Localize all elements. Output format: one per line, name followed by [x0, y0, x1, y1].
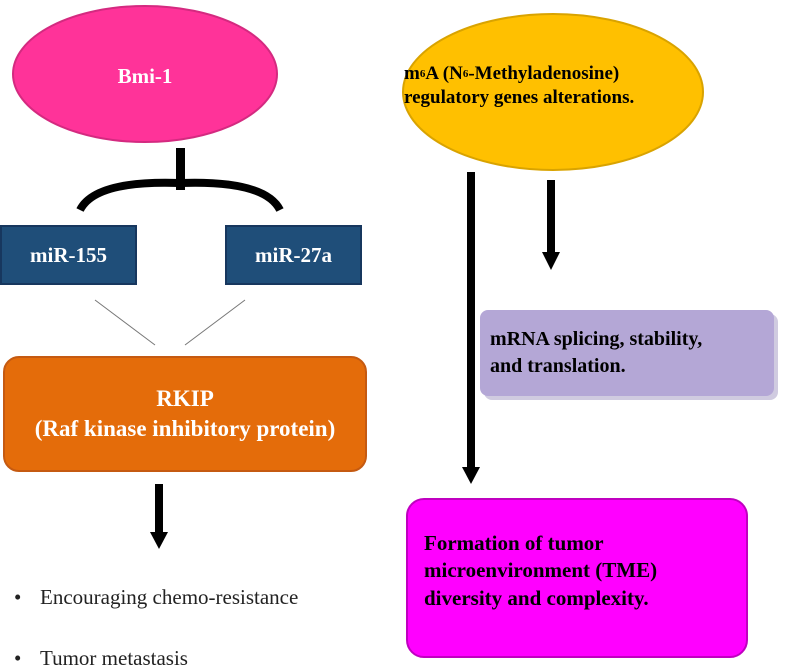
- bullet-icon: •: [14, 646, 22, 670]
- mrna-box: mRNA splicing, stability, and translatio…: [480, 310, 774, 396]
- bmi1-stem: [176, 148, 185, 190]
- outcome-item: • Encouraging chemo-resistance: [14, 585, 298, 610]
- rkip-subtitle: (Raf kinase inhibitory protein): [34, 416, 336, 441]
- mir155-label: miR-155: [30, 242, 107, 267]
- outcome-text: Encouraging chemo-resistance: [40, 585, 299, 609]
- mir155-to-rkip-line: [94, 299, 156, 346]
- mir27a-box: miR-27a: [225, 225, 362, 285]
- rkip-arrow-shaft: [155, 484, 163, 532]
- m6a-label: m6A (N6-Methyladenosine) regulatory gene…: [404, 62, 704, 110]
- mir27a-label: miR-27a: [255, 242, 332, 267]
- m6a-to-mrna-arrow-head: [542, 252, 560, 270]
- rkip-title: RKIP: [156, 386, 214, 412]
- bullet-icon: •: [14, 585, 22, 609]
- tme-line1: Formation of tumor: [424, 531, 604, 555]
- bmi1-node: [12, 5, 278, 143]
- tme-box: Formation of tumor microenvironment (TME…: [406, 498, 748, 658]
- mrna-line2: and translation.: [490, 355, 626, 377]
- bmi1-label: Bmi-1: [117, 64, 173, 88]
- mrna-line1: mRNA splicing, stability,: [490, 328, 703, 350]
- m6a-to-mrna-arrow-shaft: [547, 180, 555, 252]
- bmi1-branch-bracket: [76, 178, 284, 213]
- outcome-item: • Tumor metastasis: [14, 646, 188, 671]
- m6a-to-tme-arrow-shaft: [467, 172, 475, 467]
- m6a-node: [402, 13, 704, 171]
- rkip-box: RKIP (Raf kinase inhibitory protein): [3, 356, 367, 472]
- m6a-label-line2: regulatory genes alterations.: [404, 86, 635, 108]
- tme-line2: microenvironment (TME): [424, 558, 658, 583]
- outcome-text: Tumor metastasis: [40, 646, 188, 670]
- mir155-box: miR-155: [0, 225, 137, 285]
- m6a-to-tme-arrow-head: [462, 467, 480, 484]
- m6a-label-line1: m6A (N6-Methyladenosine): [404, 63, 620, 84]
- mir27a-to-rkip-line: [184, 299, 246, 346]
- tme-line3: diversity and complexity.: [424, 585, 649, 610]
- rkip-arrow-head: [150, 532, 168, 549]
